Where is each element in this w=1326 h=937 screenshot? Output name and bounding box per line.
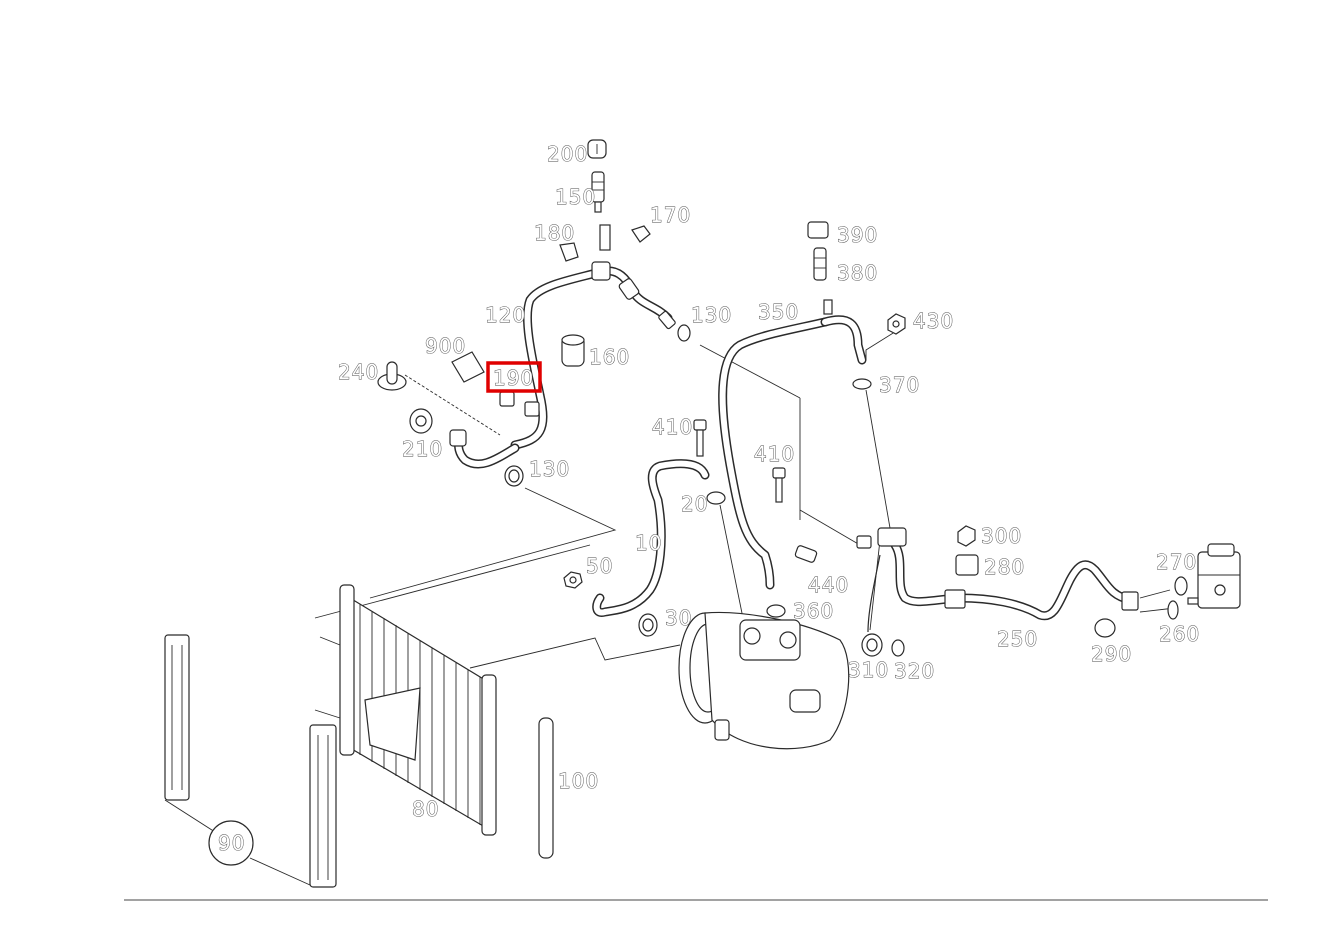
part-label-350[interactable]: 350: [758, 300, 799, 325]
part-labels: 200 150 170 180 390 380 120 130 350 430 …: [218, 142, 1200, 856]
part-label-80[interactable]: 80: [412, 797, 439, 822]
part-label-260[interactable]: 260: [1159, 622, 1200, 647]
part-label-20[interactable]: 20: [681, 492, 708, 517]
part-label-410-lower[interactable]: 410: [754, 442, 795, 467]
condenser: [339, 584, 497, 836]
highlight-box: [486, 361, 542, 393]
part-label-100[interactable]: 100: [558, 769, 599, 794]
part-label-280[interactable]: 280: [984, 555, 1025, 580]
part-label-900[interactable]: 900: [425, 334, 466, 359]
compressor: [678, 611, 850, 750]
part-label-190[interactable]: 190: [493, 366, 534, 391]
part-label-130-lower[interactable]: 130: [529, 457, 570, 482]
part-label-270[interactable]: 270: [1156, 550, 1197, 575]
part-label-50[interactable]: 50: [586, 554, 613, 579]
part-label-370[interactable]: 370: [879, 373, 920, 398]
part-label-10[interactable]: 10: [635, 531, 662, 556]
part-label-170[interactable]: 170: [650, 203, 691, 228]
part-label-440[interactable]: 440: [808, 573, 849, 598]
part-label-90[interactable]: 90: [218, 831, 245, 856]
part-label-430[interactable]: 430: [913, 309, 954, 334]
mounting-brackets: [164, 634, 337, 888]
part-label-160[interactable]: 160: [589, 345, 630, 370]
part-label-200[interactable]: 200: [547, 142, 588, 167]
part-label-390[interactable]: 390: [837, 223, 878, 248]
part-label-410-upper[interactable]: 410: [652, 415, 693, 440]
part-label-250[interactable]: 250: [997, 627, 1038, 652]
part-label-300[interactable]: 300: [981, 524, 1022, 549]
part-label-240[interactable]: 240: [338, 360, 379, 385]
part-label-180[interactable]: 180: [534, 221, 575, 246]
dryer: [538, 717, 554, 859]
part-label-30[interactable]: 30: [665, 606, 692, 631]
part-label-380[interactable]: 380: [837, 261, 878, 286]
part-label-120[interactable]: 120: [485, 303, 526, 328]
small-parts: [377, 139, 1241, 657]
part-label-360[interactable]: 360: [793, 599, 834, 624]
part-label-210[interactable]: 210: [402, 437, 443, 462]
part-label-310[interactable]: 310: [848, 658, 889, 683]
part-label-130[interactable]: 130: [691, 303, 732, 328]
part-label-290[interactable]: 290: [1091, 642, 1132, 667]
part-label-320[interactable]: 320: [894, 659, 935, 684]
part-label-150[interactable]: 150: [555, 185, 596, 210]
